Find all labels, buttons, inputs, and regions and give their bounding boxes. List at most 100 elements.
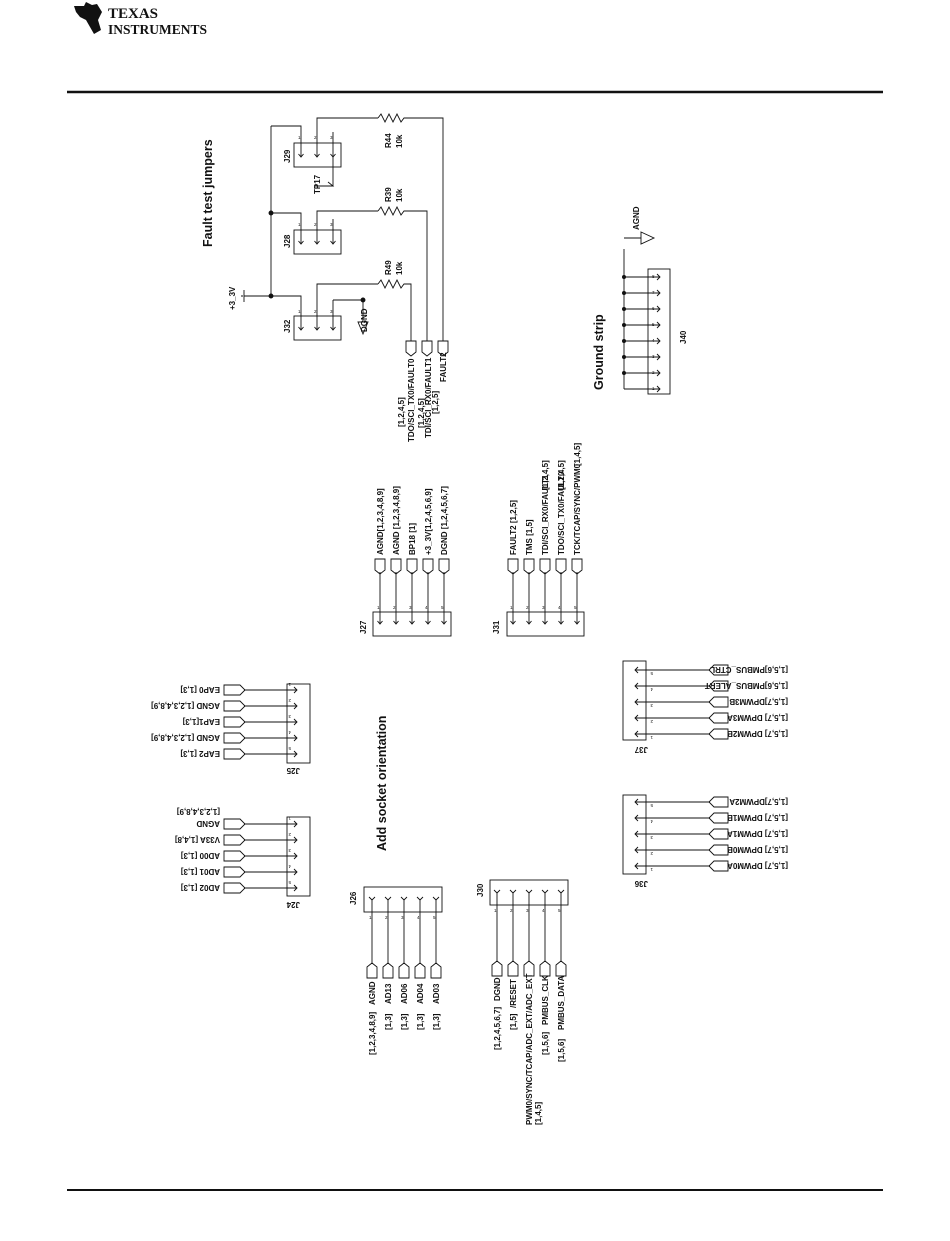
connector-j30 [489,879,569,977]
j30-ref-3: [1,4,5] [534,1102,543,1125]
svg-text:2: 2 [314,222,317,227]
j30-pin-4: 4 [542,908,545,913]
svg-text:1: 1 [298,222,301,227]
ground-agnd-label: AGND [632,206,641,230]
j27-net-1: AGND[1,2,3,4,8,9] [376,488,385,555]
j27-pin-3: 3 [409,605,412,610]
fault-signal-2-ref: [1,2,5] [431,391,440,414]
resistor-r49-ref: R49 [384,260,393,275]
j24-net-1: AD02 [1,3] [181,883,220,892]
title-socket-orientation: Add socket orientation [375,716,389,851]
ref-j27: J27 [359,620,368,634]
header-j32 [293,315,342,341]
resistor-r44-ref: R44 [384,133,393,148]
ground-strip-j40 [623,231,671,395]
j24-labels: 1 2 3 4 5 AD02 [1,3] AD01 [1,3] AD00 [1,… [175,807,300,909]
j24-pin-4: 4 [288,864,291,869]
j24-net-5: AGND [196,819,220,828]
j37-pin-1: 1 [650,735,653,740]
j26-ref-3: [1,3] [400,1013,409,1030]
ground-strip-pin-arrows [656,273,661,393]
j36-pin-1: 1 [650,867,653,872]
ref-j31: J31 [492,620,501,634]
j30-ref-1: [1,2,4,5,6,7] [493,1007,502,1050]
connector-j37 [622,660,729,741]
j40-pin-6: 6 [652,306,655,311]
j30-pin-3: 3 [526,908,529,913]
j31-net-4: TDO/SCI_TX0/FAULT0 [557,471,566,555]
j31-net-3: TDI/SCI_RX0/FAULT1 [541,474,550,555]
ground-strip-dots [622,275,626,375]
j25-labels: 1 2 3 4 5 EAP2 [1,3] AGND [1,2,3,4,8,9] … [151,682,300,775]
j40-pin-3: 3 [652,354,655,359]
j30-pin-1: 1 [494,908,497,913]
j31-ref-5: [1,4,5] [573,443,582,466]
j26-ref-2: [1,3] [384,1013,393,1030]
svg-text:2: 2 [314,135,317,140]
j27-net-5: DGND [1,2,4,5,6,7] [440,486,449,555]
ref-j30: J30 [476,883,485,897]
j24-pin-2: 2 [288,832,291,837]
j36-pin-4: 4 [650,819,653,824]
ref-j26: J26 [349,891,358,905]
j24-agnd-ref: [1,2,3,4,8,9] [177,807,220,816]
j37-net-3: [1,5,7]DPWM3B [729,697,788,706]
j37-labels: 1 2 3 4 5 [1,5,7] DPWM2B [1,5,7] DPWM3A … [634,665,788,754]
j30-ref-4: [1,5,6] [541,1032,550,1055]
j26-net-4: AD04 [416,983,425,1004]
j24-net-3: AD00 [1,3] [181,851,220,860]
svg-text:2: 2 [314,309,317,314]
j24-net-2: AD01 [1,3] [181,867,220,876]
j37-net-2: [1,5,7] DPWM3A [727,713,788,722]
j31-net-5: TCK/TCAP/SYNC/PWM0 [573,463,582,555]
fault-jumpers-block [241,112,449,357]
j31-ref-3: [1,2,4,5] [541,460,550,490]
j24-pin-3: 3 [288,848,291,853]
rail-3v3-label: +3_3V [228,286,237,310]
connector-j24 [223,816,311,897]
j36-pin-3: 3 [650,835,653,840]
ref-j40: J40 [679,330,688,344]
j26-ref-4: [1,3] [416,1013,425,1030]
resistor-r39-value: 10k [395,188,404,202]
connector-j36 [622,794,729,875]
connector-j31 [506,558,585,637]
j25-net-4: AGND [1,2,3,4,8,9] [151,701,220,710]
j25-net-1: EAP2 [1,3] [180,749,220,758]
j36-pin-2: 2 [650,851,653,856]
j36-net-2: [1,5,7] DPWM0B [727,845,788,854]
j26-pin-4: 4 [417,915,420,920]
j30-net-3: PWM0/SYNC/TCAP/ADC_EXT/ADC_EXT [525,973,534,1125]
j24-pin-1: 1 [288,816,291,821]
j31-ref-4: [1,2,4,5] [557,460,566,490]
ref-j37: J37 [634,745,648,754]
j30-net-5: PMBUS_DATA [557,975,566,1030]
j37-pin-2: 2 [650,719,653,724]
j37-net-4: [1,5,6]PMBUS_ALERT [705,681,788,690]
fault-signal-1-name: TDI/SCI_RX0/FAULT1 [424,357,433,438]
resistor-r39-ref: R39 [384,187,393,202]
ref-j32: J32 [283,319,292,333]
ref-tp17: TP17 [313,174,322,194]
j27-pin-4: 4 [425,605,428,610]
j40-pin-2: 2 [652,370,655,375]
j37-pin-5: 5 [650,671,653,676]
j25-pin-4: 4 [288,730,291,735]
j26-ref-1: [1,2,3,4,8,9] [368,1012,377,1055]
j37-net-5: [1,5,6]PMBUS_CTRL [710,665,788,674]
j24-net-4: V33A [1,4,8] [175,835,220,844]
j26-pin-5: 5 [433,915,436,920]
j31-pin-5: 5 [574,605,577,610]
j30-ref-5: [1,5,6] [557,1039,566,1062]
j26-pin-3: 3 [401,915,404,920]
j30-net-2: /RESET [509,979,518,1008]
j25-net-2: AGND [1,2,3,4,8,9] [151,733,220,742]
j30-ref-2: [1,5] [509,1013,518,1030]
j30-pin-2: 2 [510,908,513,913]
j26-pin-2: 2 [385,915,388,920]
rail-dgnd-label: DGND [360,308,369,332]
fault-signal-1-ref: [1,2,4,5] [417,398,426,428]
j40-pin-1: 1 [652,386,655,391]
j36-net-4: [1,5,7] DPWM1B [727,813,788,822]
